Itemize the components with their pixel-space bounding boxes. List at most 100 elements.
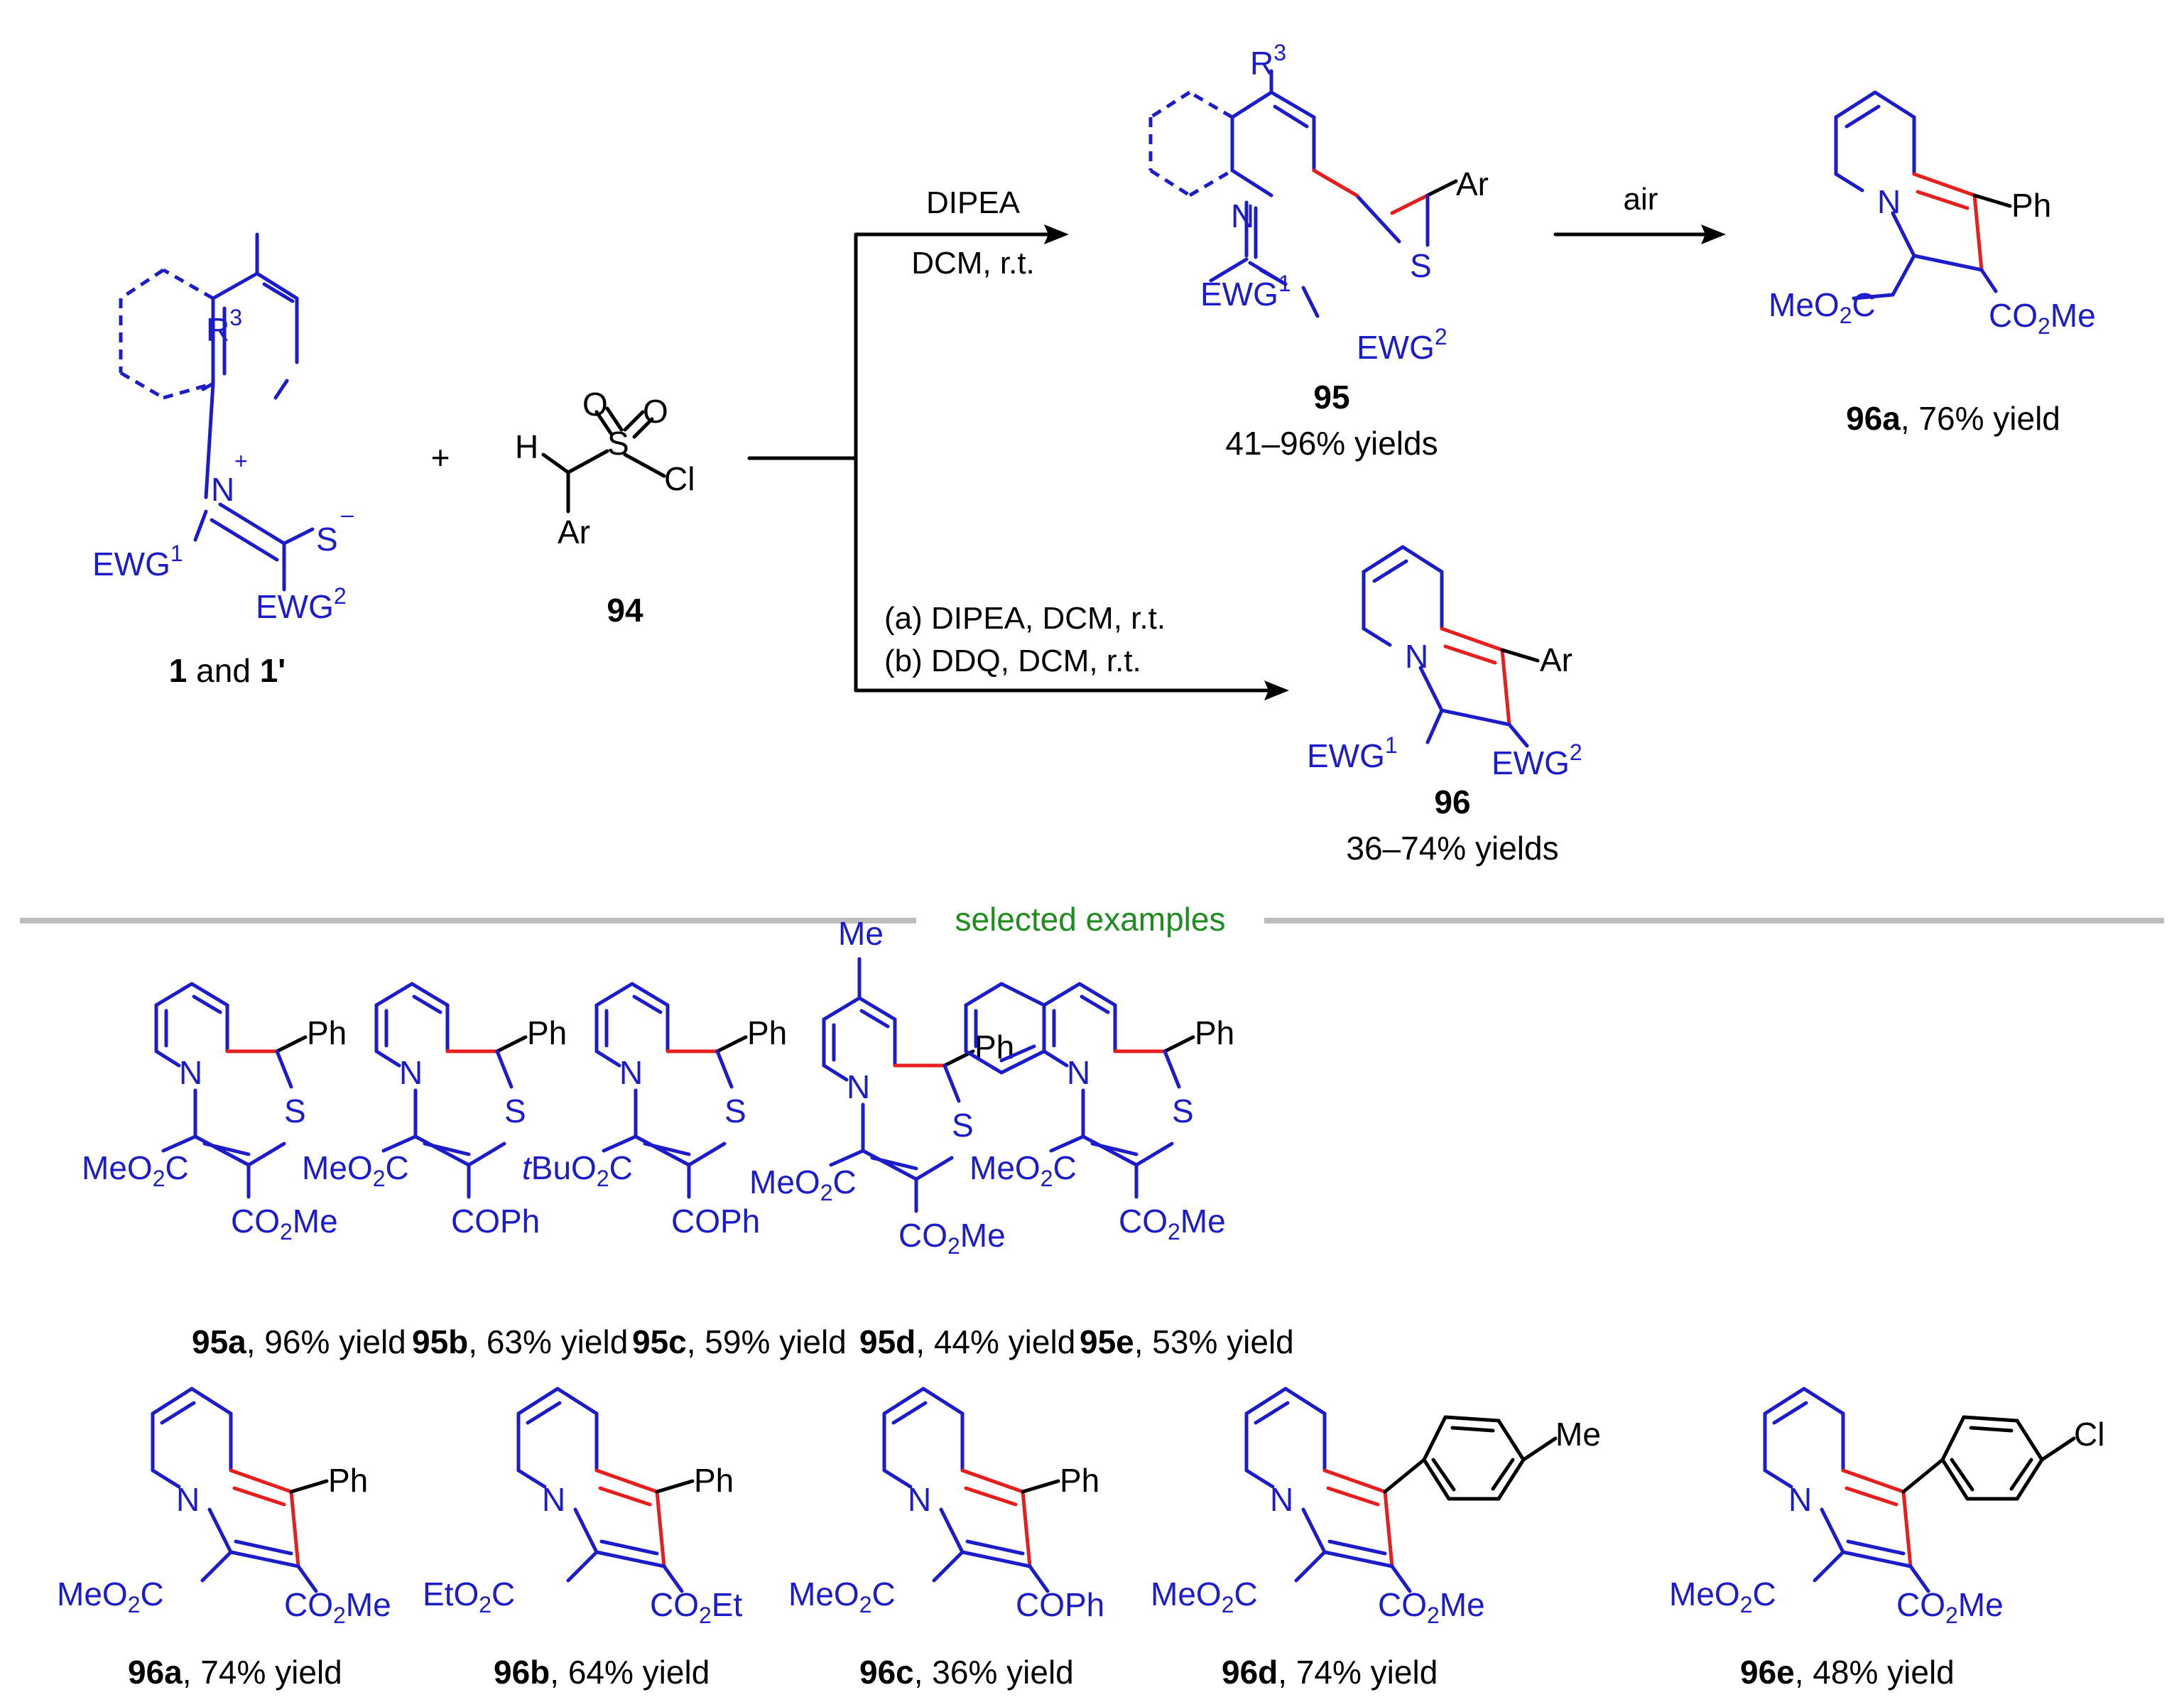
n-atom: N xyxy=(847,1068,870,1105)
reactant-1-label: 1 and 1' xyxy=(169,652,286,689)
reactant-s-atom: S xyxy=(316,521,338,558)
bond xyxy=(151,1387,194,1416)
left-ester-label: MeO2C xyxy=(302,1149,409,1191)
new-bond xyxy=(229,1468,293,1494)
product-96-ewg2: EWG2 xyxy=(1492,739,1582,781)
bond xyxy=(643,1142,691,1156)
bond xyxy=(234,1539,293,1556)
bond xyxy=(632,994,663,1014)
product-95-n-atom: N xyxy=(1231,197,1254,234)
right-ester-label: COPh xyxy=(1016,1586,1104,1623)
product-96a-top-ph: Ph xyxy=(2011,187,2051,224)
bond xyxy=(1390,1564,1412,1593)
bond xyxy=(423,1142,471,1156)
bond xyxy=(1802,1387,1845,1416)
new-bond xyxy=(655,1490,666,1568)
s-atom: S xyxy=(284,1093,306,1129)
s-atom: S xyxy=(952,1107,974,1144)
n-atom: N xyxy=(176,1481,200,1518)
n-atom: N xyxy=(1067,1054,1090,1091)
product-96-ar: Ar xyxy=(1540,641,1572,678)
bond xyxy=(964,982,1004,1007)
new-bond xyxy=(289,1490,300,1568)
right-ester-label: CO2Me xyxy=(898,1217,1006,1259)
bond xyxy=(410,982,450,1007)
bond xyxy=(857,996,897,1021)
phenyl-label: Ph xyxy=(527,1014,567,1051)
bond xyxy=(1496,1419,1526,1462)
sulfonyl-chloride-94 xyxy=(541,406,666,514)
bond xyxy=(1763,1468,1793,1489)
bond xyxy=(594,1049,621,1068)
bond xyxy=(1521,1436,1558,1462)
right-ester-label: COPh xyxy=(671,1203,760,1240)
new-bond xyxy=(1021,1490,1032,1568)
reactant-r3: R3 xyxy=(206,305,242,348)
bond xyxy=(662,1564,684,1593)
example-caption: 96a, 74% yield xyxy=(128,1654,342,1691)
bond xyxy=(381,1134,418,1153)
left-ester-label: MeO2C xyxy=(788,1576,896,1617)
bond xyxy=(1422,1458,1451,1501)
new-bond xyxy=(1383,1490,1394,1568)
new-bond xyxy=(1326,1486,1380,1507)
bond xyxy=(151,1468,181,1489)
bond xyxy=(412,994,442,1014)
bond xyxy=(467,1142,506,1167)
bond xyxy=(1327,1539,1387,1556)
substituent-label: Ph xyxy=(694,1462,734,1499)
example-caption: 95a, 96% yield xyxy=(192,1323,406,1360)
bond xyxy=(1962,1415,2019,1423)
bond xyxy=(1908,1564,1930,1593)
bond xyxy=(687,1142,727,1167)
bond xyxy=(1969,1426,2014,1433)
reactant-pyridinium-bonds xyxy=(193,296,315,592)
product-95-yield: 41–96% yields xyxy=(1225,425,1438,462)
bond xyxy=(154,1049,181,1068)
n-atom: N xyxy=(179,1054,202,1091)
bond xyxy=(413,1134,471,1167)
condition-top-reagent: DIPEA xyxy=(926,185,1021,220)
bond xyxy=(822,996,862,1021)
example-caption: 96d, 74% yield xyxy=(1222,1654,1438,1691)
right-ester-label: CO2Et xyxy=(650,1586,742,1628)
s-atom: S xyxy=(1172,1093,1194,1129)
o-atom-1: O xyxy=(582,386,608,423)
s-atom: S xyxy=(504,1093,526,1129)
right-ester-label: COPh xyxy=(451,1203,540,1240)
new-bond xyxy=(964,1486,1018,1507)
bond xyxy=(192,994,222,1014)
bond xyxy=(1021,1479,1060,1494)
bond xyxy=(202,1142,251,1156)
substituent-label: Me xyxy=(1555,1416,1601,1453)
n-atom: N xyxy=(1270,1481,1293,1518)
new-bond xyxy=(598,1486,652,1507)
product-96-structure xyxy=(1362,545,1540,748)
bond xyxy=(1820,1507,1845,1554)
condition-top-solvent: DCM, r.t. xyxy=(911,246,1035,281)
bond xyxy=(1134,1142,1174,1167)
bond xyxy=(190,1387,233,1416)
cl-atom: Cl xyxy=(664,460,695,497)
right-ester-label: CO2Me xyxy=(1119,1203,1226,1245)
bond xyxy=(516,1387,560,1416)
bond xyxy=(573,1507,599,1554)
substituent-label: Ph xyxy=(328,1462,368,1499)
divider-label: selected examples xyxy=(955,901,1226,938)
ar-group: Ar xyxy=(558,514,590,551)
bond xyxy=(2015,1458,2044,1501)
right-ester-label: CO2Me xyxy=(1378,1586,1485,1628)
bond xyxy=(1042,1049,1069,1068)
bond xyxy=(1841,1550,1913,1568)
phenyl-label: Ph xyxy=(747,1014,787,1051)
bond xyxy=(1901,1458,1945,1494)
